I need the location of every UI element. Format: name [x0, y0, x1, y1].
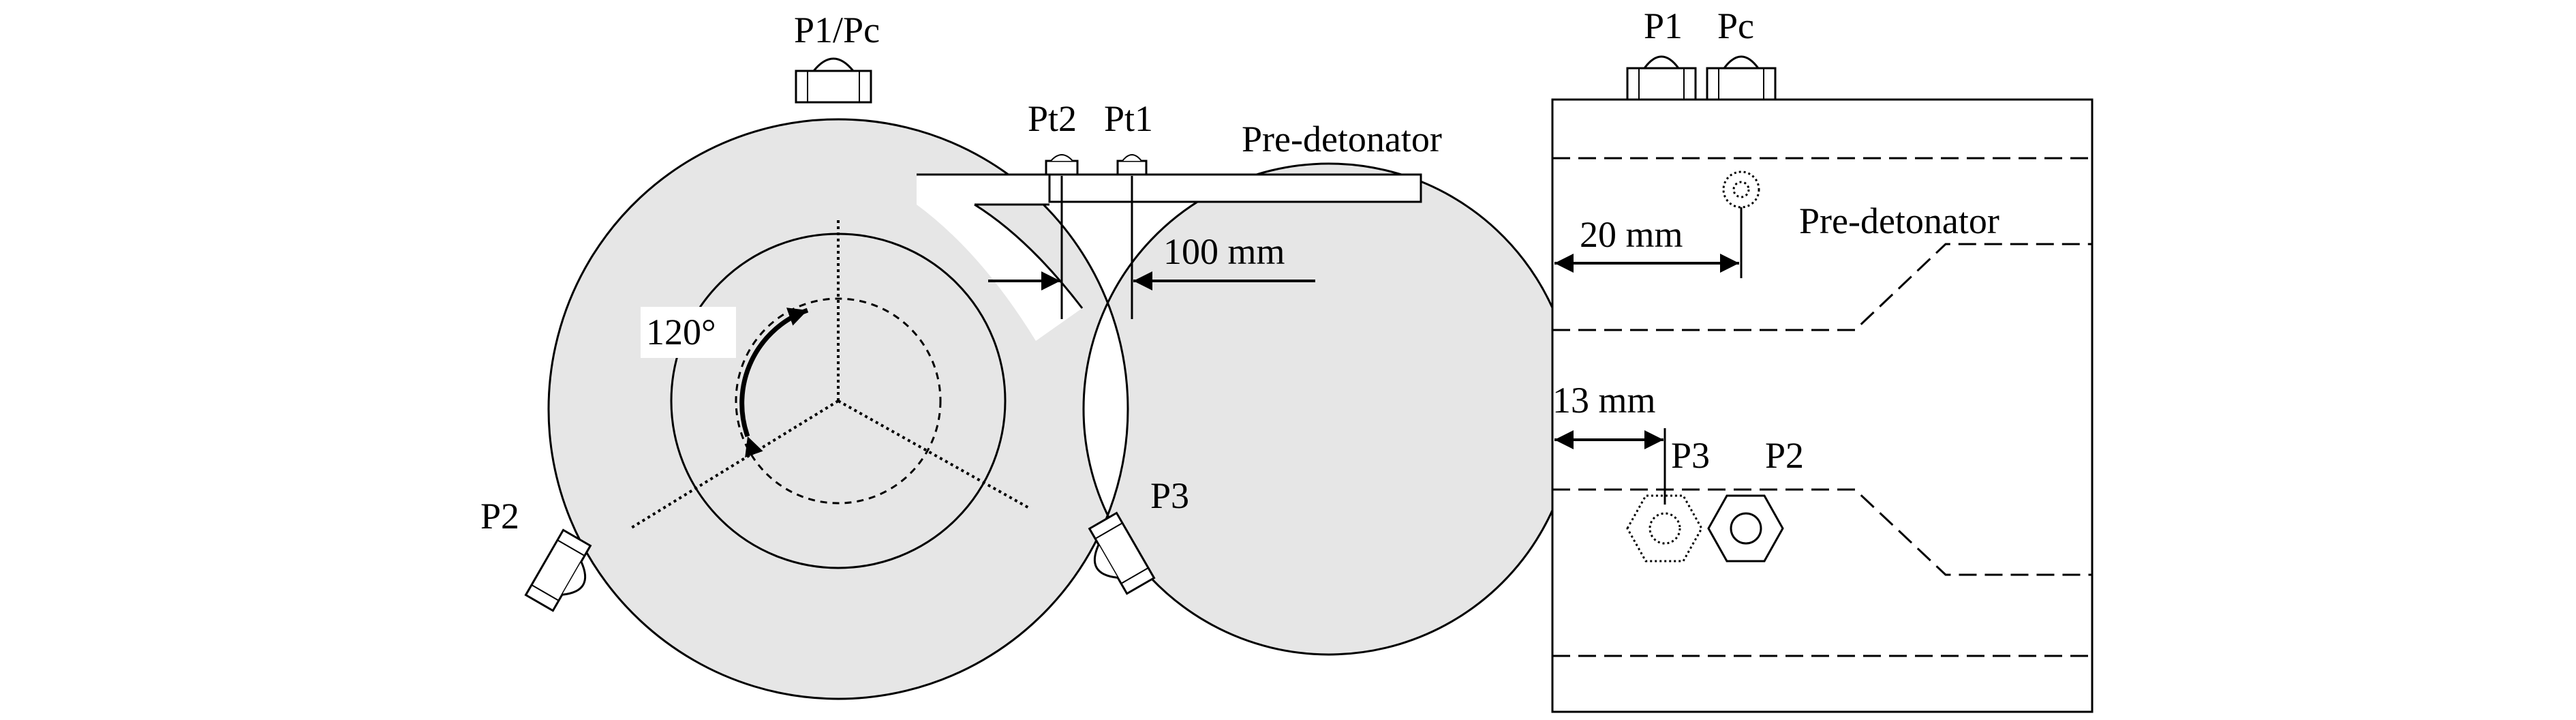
sensor-p3-hex-icon — [1626, 494, 1703, 562]
sensor-pt1-icon — [1116, 154, 1148, 176]
predetonator-label-right: Pre-detonator — [1799, 200, 1999, 241]
dim-20mm-label: 20 mm — [1580, 214, 1683, 255]
port-dotted-circle-outer — [1722, 170, 1760, 209]
sensor-pt1-label: Pt1 — [1104, 98, 1153, 139]
predetonator-tube-lower — [1552, 488, 2092, 576]
predetonator-tube-upper — [1552, 243, 2092, 331]
sensor-pt2-label: Pt2 — [1028, 98, 1077, 139]
chamber-outline — [1551, 98, 2094, 713]
angle-label-bg — [641, 307, 736, 358]
dashed-inner-circle — [735, 297, 942, 505]
predetonator-channel — [917, 175, 1082, 341]
sensor-p3-icon — [1088, 511, 1156, 595]
left-cross-section-view: 120° P1/Pc P2 P3 — [480, 10, 1576, 700]
dim-13mm-label: 13 mm — [1552, 380, 1656, 421]
predetonator-label-left: Pre-detonator — [1242, 119, 1442, 160]
sensor-pt2-icon — [1045, 154, 1079, 176]
sensor-p1-label: P1 — [1644, 5, 1683, 46]
sensor-p2-hex-inner — [1730, 512, 1762, 545]
right-side-view: P1 Pc Pre-detonator 20 mm 13 mm P3 P2 — [1551, 5, 2094, 713]
sensor-pc-icon — [1706, 55, 1777, 101]
dim-100mm-label: 100 mm — [1163, 231, 1285, 272]
sensor-top-label: P1/Pc — [794, 10, 880, 50]
predetonator-tube — [1048, 173, 1422, 203]
angle-arc-arrow — [739, 308, 809, 458]
port-dotted-circle-inner — [1732, 181, 1750, 198]
sensor-p2-hex-icon — [1707, 494, 1784, 562]
channel-outline — [917, 173, 1084, 309]
sensor-p2-right-label: P2 — [1765, 435, 1804, 476]
sensor-p2-icon — [524, 528, 592, 612]
sensor-p1-icon — [1626, 55, 1697, 101]
sensor-p2-label: P2 — [480, 496, 519, 537]
sensor-top-icon — [795, 57, 872, 104]
sensor-p3-hex-inner — [1649, 512, 1681, 545]
radial-line-left — [629, 400, 840, 530]
sensor-p3-right-label: P3 — [1671, 435, 1710, 476]
sensor-p3-label: P3 — [1150, 475, 1189, 516]
angle-label: 120° — [646, 312, 716, 352]
sensor-pc-label: Pc — [1717, 5, 1754, 46]
